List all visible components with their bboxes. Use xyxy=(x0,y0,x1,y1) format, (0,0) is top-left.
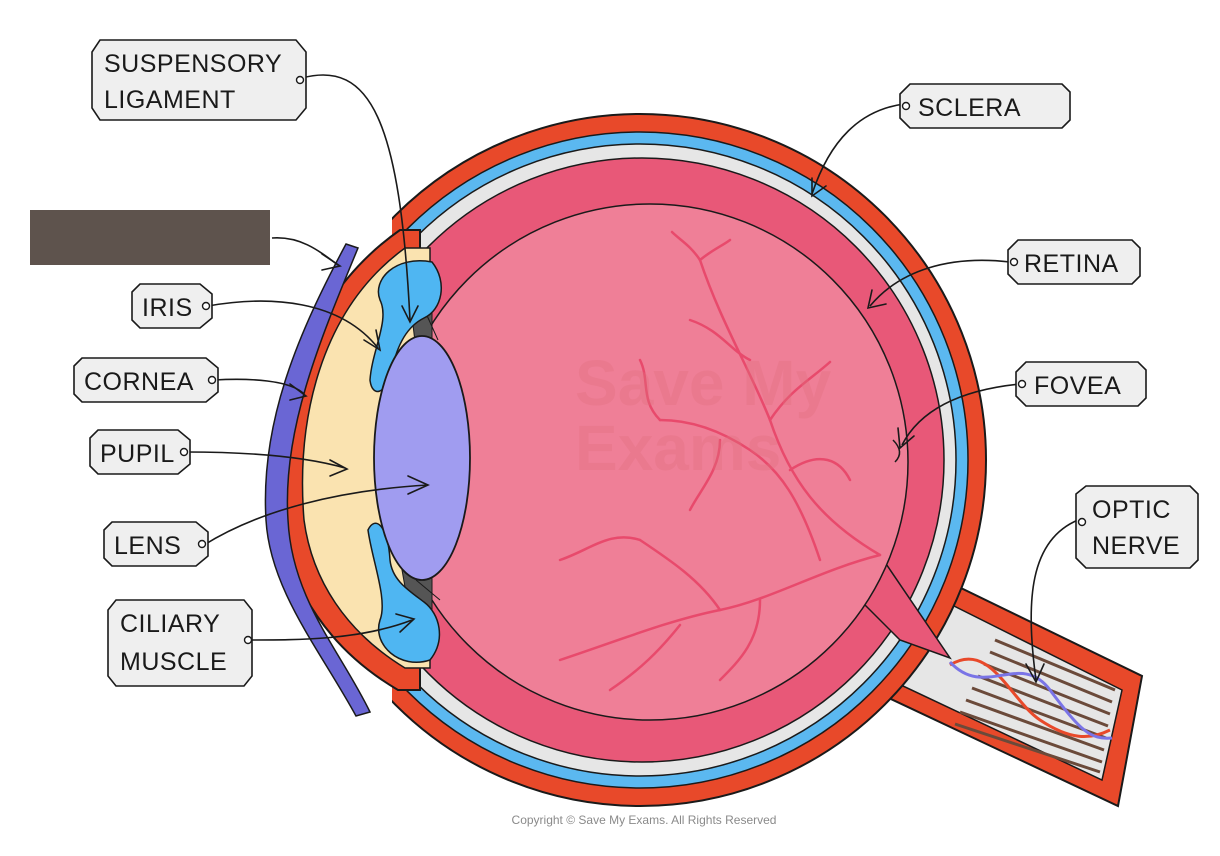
conjunctiva xyxy=(264,243,372,717)
pointer-lines xyxy=(185,74,1079,681)
label-sclera: SCLERA xyxy=(899,83,1071,129)
lens-shape xyxy=(373,335,471,581)
copyright-text: Copyright © Save My Exams. All Rights Re… xyxy=(512,813,777,827)
optic-label-line2: NERVE xyxy=(1092,532,1180,560)
ciliary-body-bottom xyxy=(367,522,441,663)
pointer-optic xyxy=(1030,519,1079,681)
optic-blood-vessel-red xyxy=(949,657,1111,739)
pointer-sclera xyxy=(811,103,905,195)
redacted-label-box xyxy=(30,210,270,265)
ciliary-label-line1: CILIARY xyxy=(120,610,220,638)
arrowheads xyxy=(289,177,1045,684)
pupil-label: PUPIL xyxy=(100,440,175,468)
pointer-suspensory xyxy=(301,74,411,321)
cornea-label: CORNEA xyxy=(84,368,194,396)
ciliary-body-top xyxy=(369,260,442,393)
pointer-retina xyxy=(869,259,1011,307)
pointer-lens xyxy=(203,484,429,546)
lens-label: LENS xyxy=(114,532,181,560)
label-fovea: FOVEA xyxy=(1015,361,1147,407)
pointer-ciliary xyxy=(247,619,413,641)
fovea-label: FOVEA xyxy=(1034,372,1121,400)
label-iris: IRIS xyxy=(131,283,213,329)
ciliary-label-line2: MUSCLE xyxy=(120,648,227,676)
watermark-line2: Exams xyxy=(575,412,781,484)
iris-label: IRIS xyxy=(142,294,193,322)
pointer-iris xyxy=(207,300,379,349)
pointer-fovea xyxy=(901,383,1021,446)
watermark-line1: Save My xyxy=(575,347,832,419)
label-cornea: CORNEA xyxy=(73,357,219,403)
ciliary-bodies xyxy=(367,260,442,663)
retina-label: RETINA xyxy=(1024,250,1119,278)
sclera-label: SCLERA xyxy=(918,94,1021,122)
pointer-pupil xyxy=(185,451,346,469)
label-lens: LENS xyxy=(103,521,209,567)
fovea-dip xyxy=(892,439,901,463)
suspensory-label-line2: LIGAMENT xyxy=(104,86,236,114)
retinal-blood-vessels xyxy=(558,230,882,692)
label-pupil: PUPIL xyxy=(89,429,191,475)
label-suspensory-ligament: SUSPENSORY LIGAMENT xyxy=(91,39,307,121)
label-retina: RETINA xyxy=(1007,239,1141,285)
label-ciliary-muscle: CILIARY MUSCLE xyxy=(107,599,253,687)
optic-blood-vessel-blue xyxy=(948,660,1113,740)
suspensory-label-line1: SUSPENSORY xyxy=(104,50,282,78)
label-optic-nerve: OPTIC NERVE xyxy=(1075,485,1199,569)
optic-label-line1: OPTIC xyxy=(1092,496,1171,524)
watermark: Save My Exams xyxy=(575,347,832,484)
